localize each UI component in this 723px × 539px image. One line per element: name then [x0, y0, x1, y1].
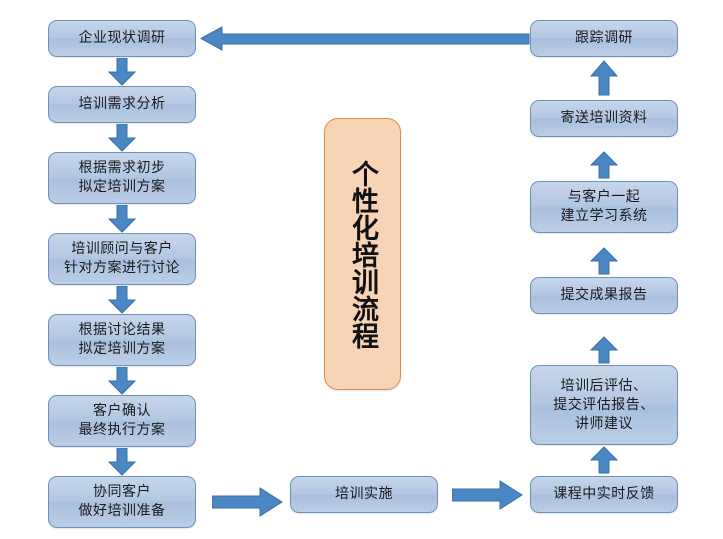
- node-prepare-training[interactable]: 协同客户 做好培训准备: [48, 476, 196, 528]
- arrow-down-2: [107, 124, 137, 152]
- node-build-learning-system[interactable]: 与客户一起 建立学习系统: [530, 181, 678, 233]
- arrow-down-5: [107, 367, 137, 395]
- node-send-materials[interactable]: 寄送培训资料: [530, 100, 678, 137]
- arrow-up-2: [589, 336, 619, 364]
- node-draft-plan[interactable]: 根据需求初步 拟定培训方案: [48, 152, 196, 204]
- arrow-up-4: [589, 151, 619, 179]
- title-plaque: 个性化培训流程: [324, 118, 401, 390]
- node-enterprise-survey[interactable]: 企业现状调研: [48, 20, 196, 57]
- node-submit-report[interactable]: 提交成果报告: [530, 277, 678, 314]
- arrow-down-3: [107, 205, 137, 233]
- arrow-right-1: [212, 486, 284, 518]
- title-plaque-text: 个性化培训流程: [347, 159, 378, 349]
- node-followup-survey[interactable]: 跟踪调研: [530, 20, 678, 57]
- node-training-needs[interactable]: 培训需求分析: [48, 86, 196, 123]
- node-revise-plan[interactable]: 根据讨论结果 拟定培训方案: [48, 314, 196, 366]
- arrow-down-6: [107, 448, 137, 476]
- arrow-up-5: [589, 60, 619, 96]
- arrow-up-3: [589, 247, 619, 275]
- node-client-confirm[interactable]: 客户确认 最终执行方案: [48, 395, 196, 447]
- node-realtime-feedback[interactable]: 课程中实时反馈: [530, 476, 678, 513]
- node-consultant-discussion[interactable]: 培训顾问与客户 针对方案进行讨论: [48, 233, 196, 285]
- node-training-delivery[interactable]: 培训实施: [290, 476, 438, 513]
- arrow-return-left: [200, 25, 530, 52]
- node-post-evaluation[interactable]: 培训后评估、 提交评估报告、 讲师建议: [530, 365, 678, 445]
- arrow-down-4: [107, 286, 137, 314]
- arrow-up-1: [589, 446, 619, 474]
- arrow-right-2: [452, 479, 524, 511]
- arrow-down-1: [107, 58, 137, 86]
